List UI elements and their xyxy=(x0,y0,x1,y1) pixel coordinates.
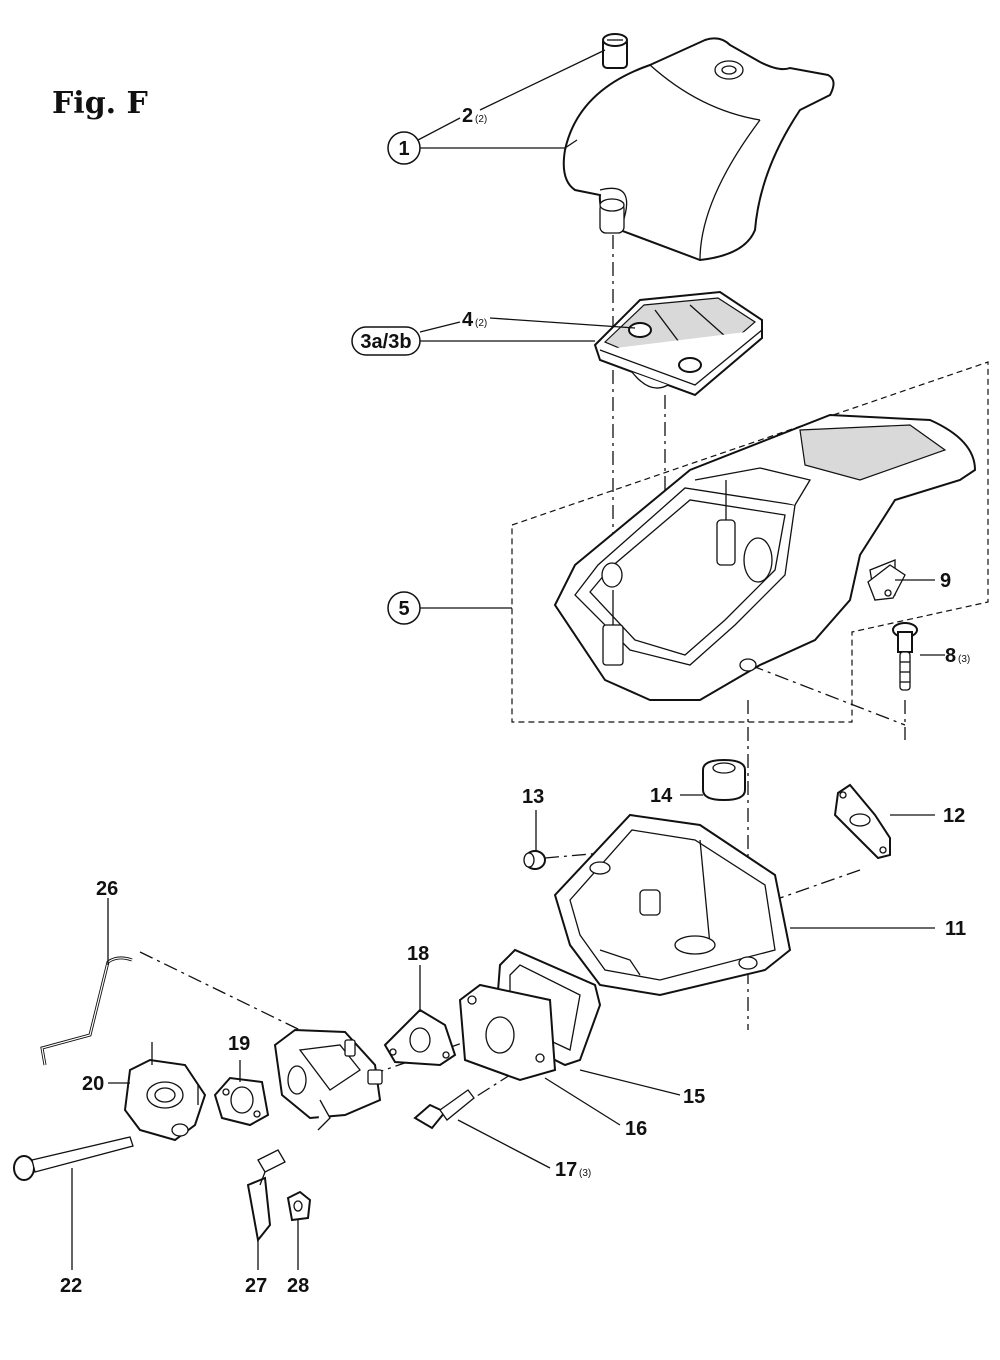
callout-16: 16 xyxy=(625,1118,647,1140)
callout-13-label: 13 xyxy=(522,786,544,808)
lever-27-part xyxy=(246,1149,286,1243)
assembly-group-box xyxy=(511,361,989,723)
base-plate-part xyxy=(553,813,792,997)
callout-22-label: 22 xyxy=(60,1275,82,1297)
callout-14-label: 14 xyxy=(650,785,673,807)
callout-11: 11 xyxy=(945,918,966,940)
callout-26-label: 26 xyxy=(96,878,118,900)
callout-4-label: 4 xyxy=(462,309,474,331)
callout-12-label: 12 xyxy=(943,805,965,827)
top-cover-part xyxy=(562,37,835,262)
gasket-12-part xyxy=(833,783,891,860)
gasket-19-part xyxy=(213,1076,270,1127)
callout-16-label: 16 xyxy=(625,1118,647,1140)
callout-4: 4 (2) xyxy=(462,309,487,331)
grommet-28-part xyxy=(286,1190,312,1222)
callout-17-qty: (3) xyxy=(579,1168,591,1179)
callout-4-qty: (2) xyxy=(475,318,487,329)
callout-19: 19 xyxy=(228,1033,250,1055)
callout-17-label: 17 xyxy=(555,1159,577,1181)
callout-9-label: 9 xyxy=(940,570,951,592)
callout-20-label: 20 xyxy=(82,1073,104,1095)
callout-20: 20 xyxy=(82,1073,104,1095)
callout-27-label: 27 xyxy=(245,1275,267,1297)
callout-8-qty: (3) xyxy=(958,654,970,665)
callout-12: 12 xyxy=(943,805,965,827)
air-filter-part xyxy=(593,290,763,397)
figure-title: Fig. F xyxy=(52,86,148,121)
callout-19-label: 19 xyxy=(228,1033,250,1055)
knob-screw-part xyxy=(602,33,628,69)
callout-18-label: 18 xyxy=(407,943,429,965)
callout-2-qty: (2) xyxy=(475,114,487,125)
callout-5-label: 5 xyxy=(398,598,409,620)
callout-8-label: 8 xyxy=(945,645,956,667)
bushing-14-part xyxy=(702,758,746,802)
callout-3a-3b-label: 3a/3b xyxy=(360,331,411,353)
callout-2-label: 2 xyxy=(462,105,473,127)
rod-26-part xyxy=(40,956,133,1066)
callout-15: 15 xyxy=(683,1086,705,1108)
callout-13: 13 xyxy=(522,786,544,808)
flange-16-part xyxy=(458,983,557,1082)
callout-15-label: 15 xyxy=(683,1086,705,1108)
intake-adaptor-20-part xyxy=(123,1042,207,1142)
callout-1: 1 xyxy=(387,131,421,165)
callout-1-label: 1 xyxy=(398,138,409,160)
housing-cover-part xyxy=(553,413,977,701)
callout-5: 5 xyxy=(387,591,421,625)
callout-27: 27 xyxy=(245,1275,267,1297)
gasket-18-part xyxy=(383,1008,457,1067)
callout-2: 2 (2) xyxy=(462,105,487,127)
leader-lines xyxy=(71,49,945,1270)
screw-17-part xyxy=(413,1089,475,1130)
callout-26: 26 xyxy=(96,878,118,900)
callout-11-label: 11 xyxy=(945,918,966,940)
callout-9: 9 xyxy=(940,570,951,592)
callout-14: 14 xyxy=(650,785,673,807)
callout-28-label: 28 xyxy=(287,1275,309,1297)
carburetor-part xyxy=(273,1028,383,1131)
clip-part xyxy=(867,564,906,601)
callout-18: 18 xyxy=(407,943,429,965)
callout-17: 17 (3) xyxy=(555,1159,591,1181)
callout-28: 28 xyxy=(287,1275,309,1297)
screw-8-part xyxy=(892,622,918,691)
callout-8: 8 (3) xyxy=(945,645,970,667)
callout-22: 22 xyxy=(60,1275,82,1297)
long-bolt-22-part xyxy=(13,1136,134,1181)
grommet-13-part xyxy=(523,850,546,870)
callout-3a-3b: 3a/3b xyxy=(351,326,421,356)
